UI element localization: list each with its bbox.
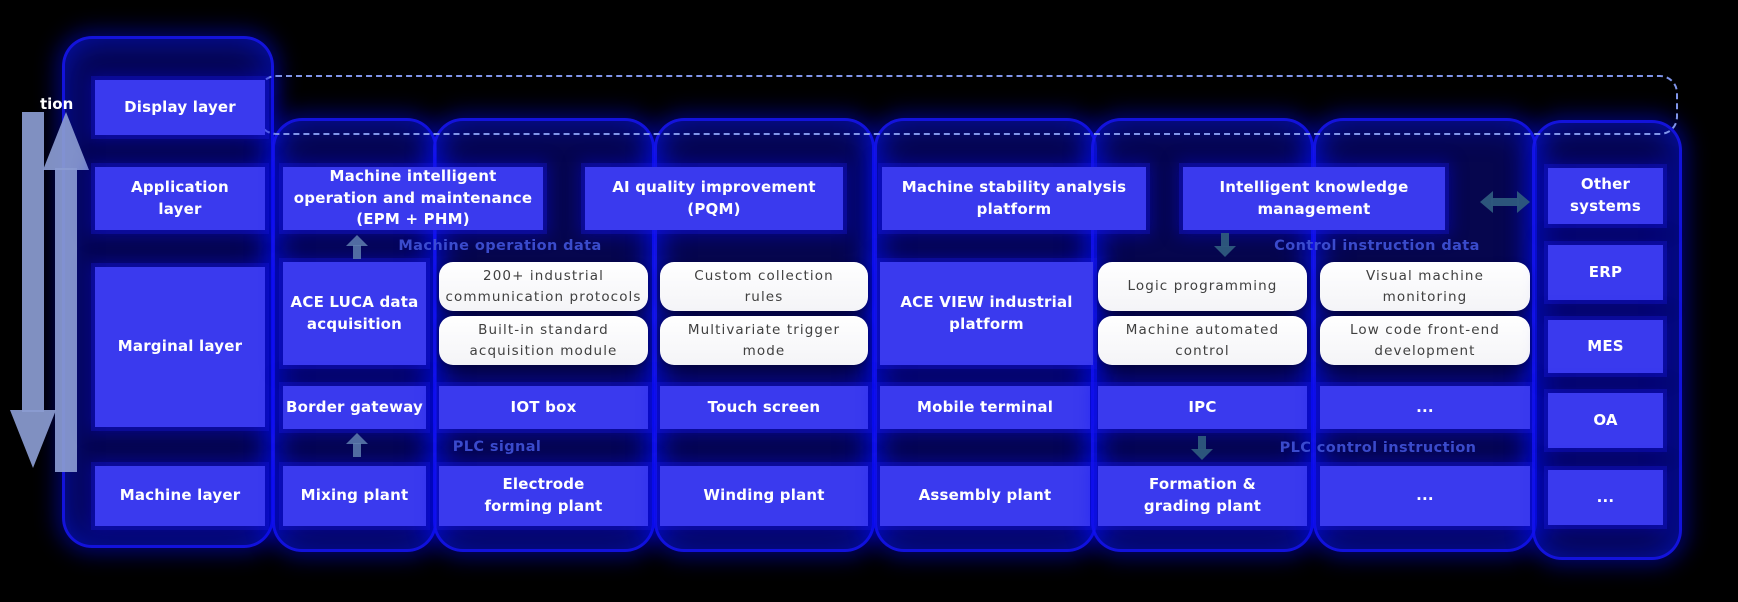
chip-custom-collection: Custom collection rules xyxy=(660,262,868,311)
box-mixing-plant: Mixing plant xyxy=(283,466,426,526)
down-arrow-head xyxy=(10,410,56,468)
box-machine-layer: Machine layer xyxy=(95,466,265,526)
box-ipc: IPC xyxy=(1098,386,1307,429)
box-winding-plant: Winding plant xyxy=(660,466,868,526)
bidirectional-arrow-other-systems xyxy=(1480,191,1530,213)
box-device-ellipsis: ... xyxy=(1320,386,1530,429)
up-arrow-plc-signal xyxy=(346,433,368,457)
box-knowledge-management: Intelligent knowledge management xyxy=(1183,167,1445,230)
box-border-gateway: Border gateway xyxy=(283,386,426,429)
box-mobile-terminal: Mobile terminal xyxy=(880,386,1090,429)
chip-visual-monitoring: Visual machine monitoring xyxy=(1320,262,1530,311)
box-machine-ellipsis: ... xyxy=(1320,466,1530,526)
box-iot-box: IOT box xyxy=(439,386,648,429)
up-arrow-head xyxy=(43,112,89,170)
box-ai-quality-pqm: AI quality improvement (PQM) xyxy=(585,167,843,230)
box-assembly-plant: Assembly plant xyxy=(880,466,1090,526)
box-oa: OA xyxy=(1548,393,1663,448)
box-right-ellipsis: ... xyxy=(1548,470,1663,525)
box-touch-screen: Touch screen xyxy=(660,386,868,429)
chip-lowcode-development: Low code front-end development xyxy=(1320,316,1530,365)
label-machine-operation-data: Machine operation data xyxy=(398,238,602,254)
label-control-instruction-data: Control instruction data xyxy=(1274,238,1480,254)
box-mes: MES xyxy=(1548,320,1663,373)
box-epm-phm: Machine intelligent operation and mainte… xyxy=(283,167,543,230)
box-display-layer: Display layer xyxy=(95,80,265,135)
up-arrow-machine-operation xyxy=(346,235,368,259)
clipped-edge-label: tion xyxy=(40,95,74,113)
up-arrow-shaft xyxy=(55,168,77,472)
box-marginal-layer: Marginal layer xyxy=(95,267,265,427)
box-formation-plant: Formation & grading plant xyxy=(1098,466,1307,526)
chip-machine-auto-control: Machine automated control xyxy=(1098,316,1307,365)
label-plc-control-instruction: PLC control instruction xyxy=(1279,440,1477,456)
down-arrow-plc-control xyxy=(1191,436,1213,460)
box-application-layer: Application layer xyxy=(95,167,265,230)
down-arrow-shaft xyxy=(22,112,44,412)
box-electrode-plant: Electrode forming plant xyxy=(439,466,648,526)
box-erp: ERP xyxy=(1548,245,1663,300)
box-stability-platform: Machine stability analysis platform xyxy=(882,167,1146,230)
chip-multivariate-trigger: Multivariate trigger mode xyxy=(660,316,868,365)
chip-builtin-acquisition: Built-in standard acquisition module xyxy=(439,316,648,365)
data-flow-vertical-arrows xyxy=(10,112,89,472)
box-ace-view: ACE VIEW industrial platform xyxy=(880,262,1093,365)
chip-logic-programming: Logic programming xyxy=(1098,262,1307,311)
chip-industrial-protocols: 200+ industrial communication protocols xyxy=(439,262,648,311)
label-plc-signal: PLC signal xyxy=(452,439,542,455)
down-arrow-control-instruction xyxy=(1214,233,1236,257)
display-layer-dashed-outline xyxy=(258,75,1678,135)
box-other-systems: Other systems xyxy=(1548,168,1663,224)
box-ace-luca: ACE LUCA data acquisition xyxy=(283,262,426,365)
